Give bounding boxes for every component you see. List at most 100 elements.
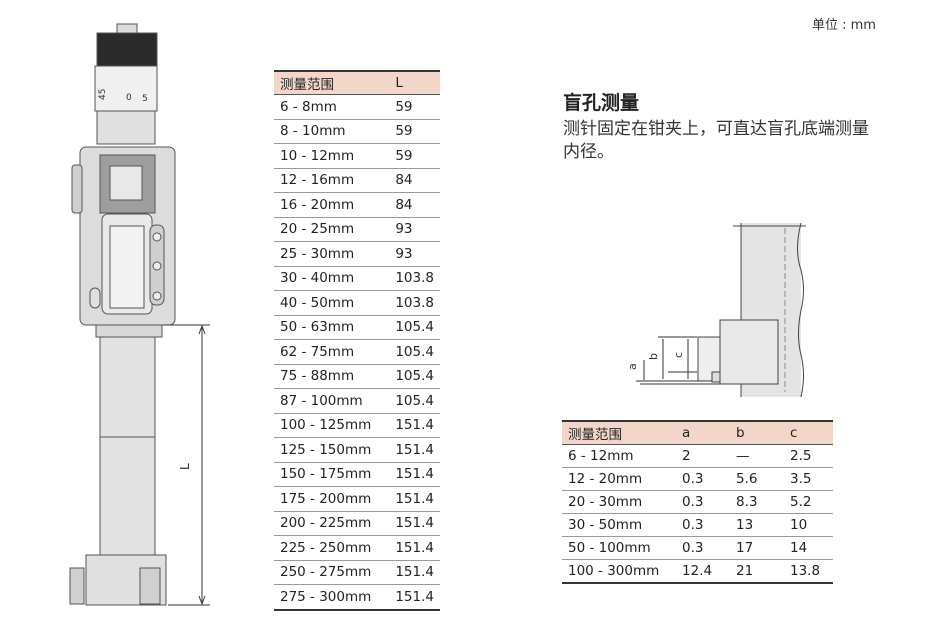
table-cell: 125 - 150mm (274, 437, 390, 463)
table-cell: 200 - 225mm (274, 511, 390, 536)
table-cell: 93 (389, 217, 440, 242)
table-header-row: 测量范围 L (274, 70, 440, 95)
table-cell: 6 - 12mm (562, 444, 676, 468)
table-cell: 21 (730, 559, 784, 584)
table-cell: 0.3 (676, 536, 730, 560)
table-cell: 20 - 25mm (274, 217, 390, 242)
table-cell: 175 - 200mm (274, 486, 390, 512)
table-cell: 10 - 12mm (274, 143, 390, 169)
table-cell: 275 - 300mm (274, 584, 390, 611)
table-cell: 151.4 (389, 437, 440, 463)
table-cell: 8.3 (730, 490, 784, 514)
table-cell: 105.4 (389, 364, 440, 389)
thimble-mark-0: 0 (126, 93, 132, 103)
header-L: L (389, 70, 440, 95)
table-cell: 93 (389, 241, 440, 267)
table-cell: 12 - 20mm (562, 467, 676, 491)
blind-hole-title: 盲孔测量 (563, 92, 640, 114)
table-cell: 14 (784, 536, 833, 560)
thimble-mark-45: 45 (98, 89, 108, 100)
table-cell: 0.3 (676, 513, 730, 537)
table-cell: 12 - 16mm (274, 168, 390, 193)
table-cell: 5.6 (730, 467, 784, 491)
table-cell: 16 - 20mm (274, 192, 390, 218)
table-cell: 62 - 75mm (274, 339, 390, 365)
table-cell: 105.4 (389, 339, 440, 365)
dimension-c-label: c (672, 352, 685, 358)
table-cell: 5.2 (784, 490, 833, 514)
table-cell: 30 - 50mm (562, 513, 676, 537)
table-cell: 0.3 (676, 467, 730, 491)
table-cell: 75 - 88mm (274, 364, 390, 389)
table-cell: 0.3 (676, 490, 730, 514)
table-cell: 103.8 (389, 290, 440, 316)
table-cell: 2.5 (784, 444, 833, 468)
header-b: b (730, 420, 784, 445)
table-header-row: 测量范围 a b c (562, 420, 833, 445)
table-cell: 150 - 175mm (274, 462, 390, 487)
unit-label: 单位 : mm (812, 18, 876, 33)
table-cell: 151.4 (389, 511, 440, 536)
table-cell: 100 - 300mm (562, 559, 676, 584)
thimble-mark-5: 5 (142, 94, 148, 104)
table-cell: 10 (784, 513, 833, 537)
table-cell: 84 (389, 192, 440, 218)
table-cell: 13 (730, 513, 784, 537)
table-cell: 105.4 (389, 388, 440, 414)
table-cell: 225 - 250mm (274, 535, 390, 561)
table-cell: 8 - 10mm (274, 119, 390, 144)
table-cell: 25 - 30mm (274, 241, 390, 267)
table-cell: 2 (676, 444, 730, 468)
header-c: c (784, 420, 833, 445)
table-cell: 151.4 (389, 486, 440, 512)
header-a: a (676, 420, 730, 445)
table-cell: 151.4 (389, 560, 440, 585)
table-cell: — (730, 444, 784, 468)
blind-hole-description: 测针固定在钳夹上，可直达盲孔底端测量内径。 (563, 119, 869, 162)
table-cell: 50 - 63mm (274, 315, 390, 340)
table-cell: 3.5 (784, 467, 833, 491)
table-cell: 100 - 125mm (274, 413, 390, 438)
table-cell: 17 (730, 536, 784, 560)
table-cell: 87 - 100mm (274, 388, 390, 414)
table-cell: 84 (389, 168, 440, 193)
table-cell: 151.4 (389, 584, 440, 611)
header-range: 测量范围 (274, 70, 390, 95)
table-cell: 103.8 (389, 266, 440, 291)
table-cell: 151.4 (389, 535, 440, 561)
table-cell: 12.4 (676, 559, 730, 584)
table-cell: 105.4 (389, 315, 440, 340)
table-cell: 59 (389, 119, 440, 144)
table-cell: 13.8 (784, 559, 833, 584)
header-range: 测量范围 (562, 420, 676, 445)
table-cell: 151.4 (389, 413, 440, 438)
dimension-L-label: L (178, 463, 192, 470)
dimension-a-label: a (626, 363, 639, 370)
